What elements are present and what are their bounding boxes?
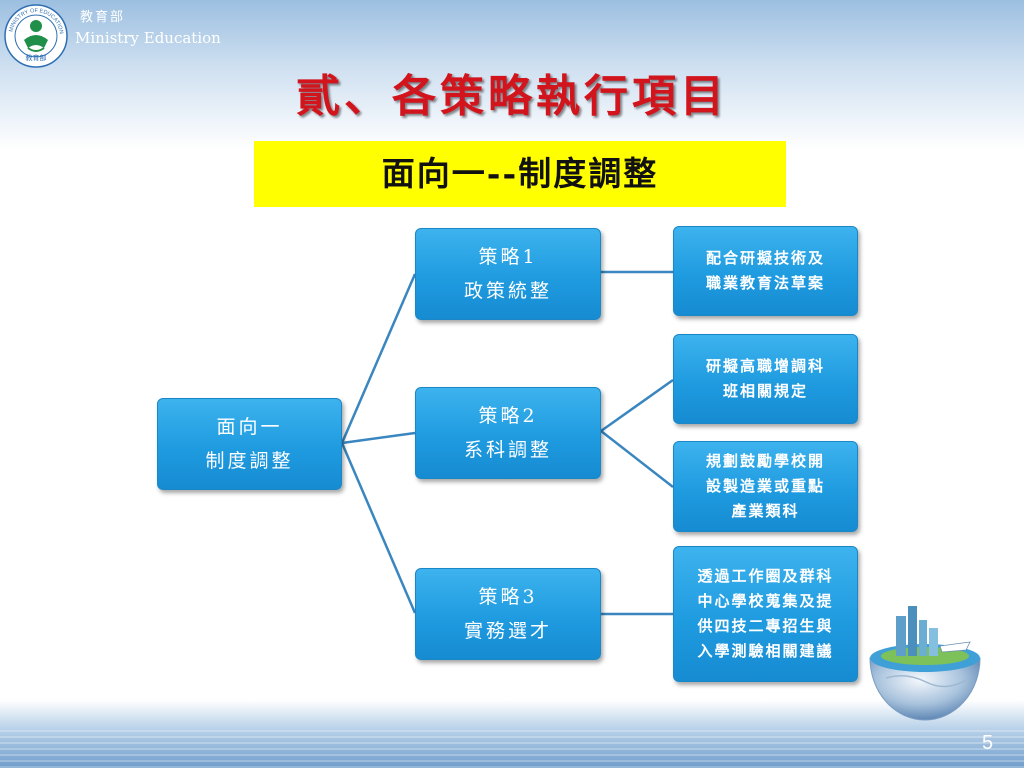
connector-root-strategy3	[340, 442, 417, 614]
strategy-box-3: 策略3 實務選才	[415, 568, 601, 660]
slide-title: 貳、各策略執行項目	[296, 71, 728, 122]
item-1-line2: 職業教育法草案	[705, 274, 825, 292]
item-4-line3: 供四技二專招生與	[697, 617, 834, 635]
org-name-en: Ministry Education	[75, 29, 221, 47]
subtitle-text: 面向一--制度調整	[381, 154, 659, 193]
connector-strategy2-item3	[600, 430, 674, 488]
item-1-line1: 配合研擬技術及	[705, 249, 825, 267]
item-3-line3: 產業類科	[731, 502, 800, 520]
globe-city-illustration	[869, 606, 981, 721]
strategy-2-line1: 策略2	[478, 405, 538, 427]
item-2-line1: 研擬高職增調科	[705, 357, 825, 375]
svg-text:教育部: 教育部	[26, 53, 47, 62]
strategy-1-line2: 政策統整	[463, 280, 552, 302]
org-name-cn: 教育部	[80, 10, 126, 25]
strategy-2-line2: 系科調整	[463, 439, 552, 461]
strategy-3-line1: 策略3	[478, 586, 538, 608]
subtitle-box: 面向一--制度調整	[254, 141, 786, 207]
item-box-2: 研擬高職增調科 班相關規定	[673, 334, 858, 424]
item-4-line4: 入學測驗相關建議	[697, 642, 834, 660]
page-number: 5	[982, 732, 994, 754]
item-4-line1: 透過工作圈及群科	[697, 567, 834, 585]
root-line2: 制度調整	[205, 450, 294, 472]
item-2-line2: 班相關規定	[722, 382, 808, 400]
connector-root-strategy2	[341, 431, 416, 445]
strategy-1-line1: 策略1	[478, 246, 538, 268]
item-3-line2: 設製造業或重點	[705, 477, 825, 495]
item-3-line1: 規劃鼓勵學校開	[705, 452, 825, 470]
strategy-box-2: 策略2 系科調整	[415, 387, 601, 479]
item-box-3: 規劃鼓勵學校開 設製造業或重點 產業類科	[673, 441, 858, 532]
strategy-box-1: 策略1 政策統整	[415, 228, 601, 320]
strategy-3-line2: 實務選才	[463, 620, 552, 642]
header-band	[0, 0, 1024, 150]
connector-strategy2-item2	[600, 378, 674, 433]
item-box-4: 透過工作圈及群科 中心學校蒐集及提 供四技二專招生與 入學測驗相關建議	[673, 546, 858, 682]
connector-root-strategy1	[340, 273, 417, 444]
item-4-line2: 中心學校蒐集及提	[697, 592, 834, 610]
root-node-box: 面向一 制度調整	[157, 398, 342, 490]
item-box-1: 配合研擬技術及 職業教育法草案	[673, 226, 858, 316]
root-line1: 面向一	[216, 416, 283, 438]
ministry-logo: MINISTRY OF EDUCATION 教育部	[4, 4, 68, 68]
footer-band	[0, 700, 1024, 768]
